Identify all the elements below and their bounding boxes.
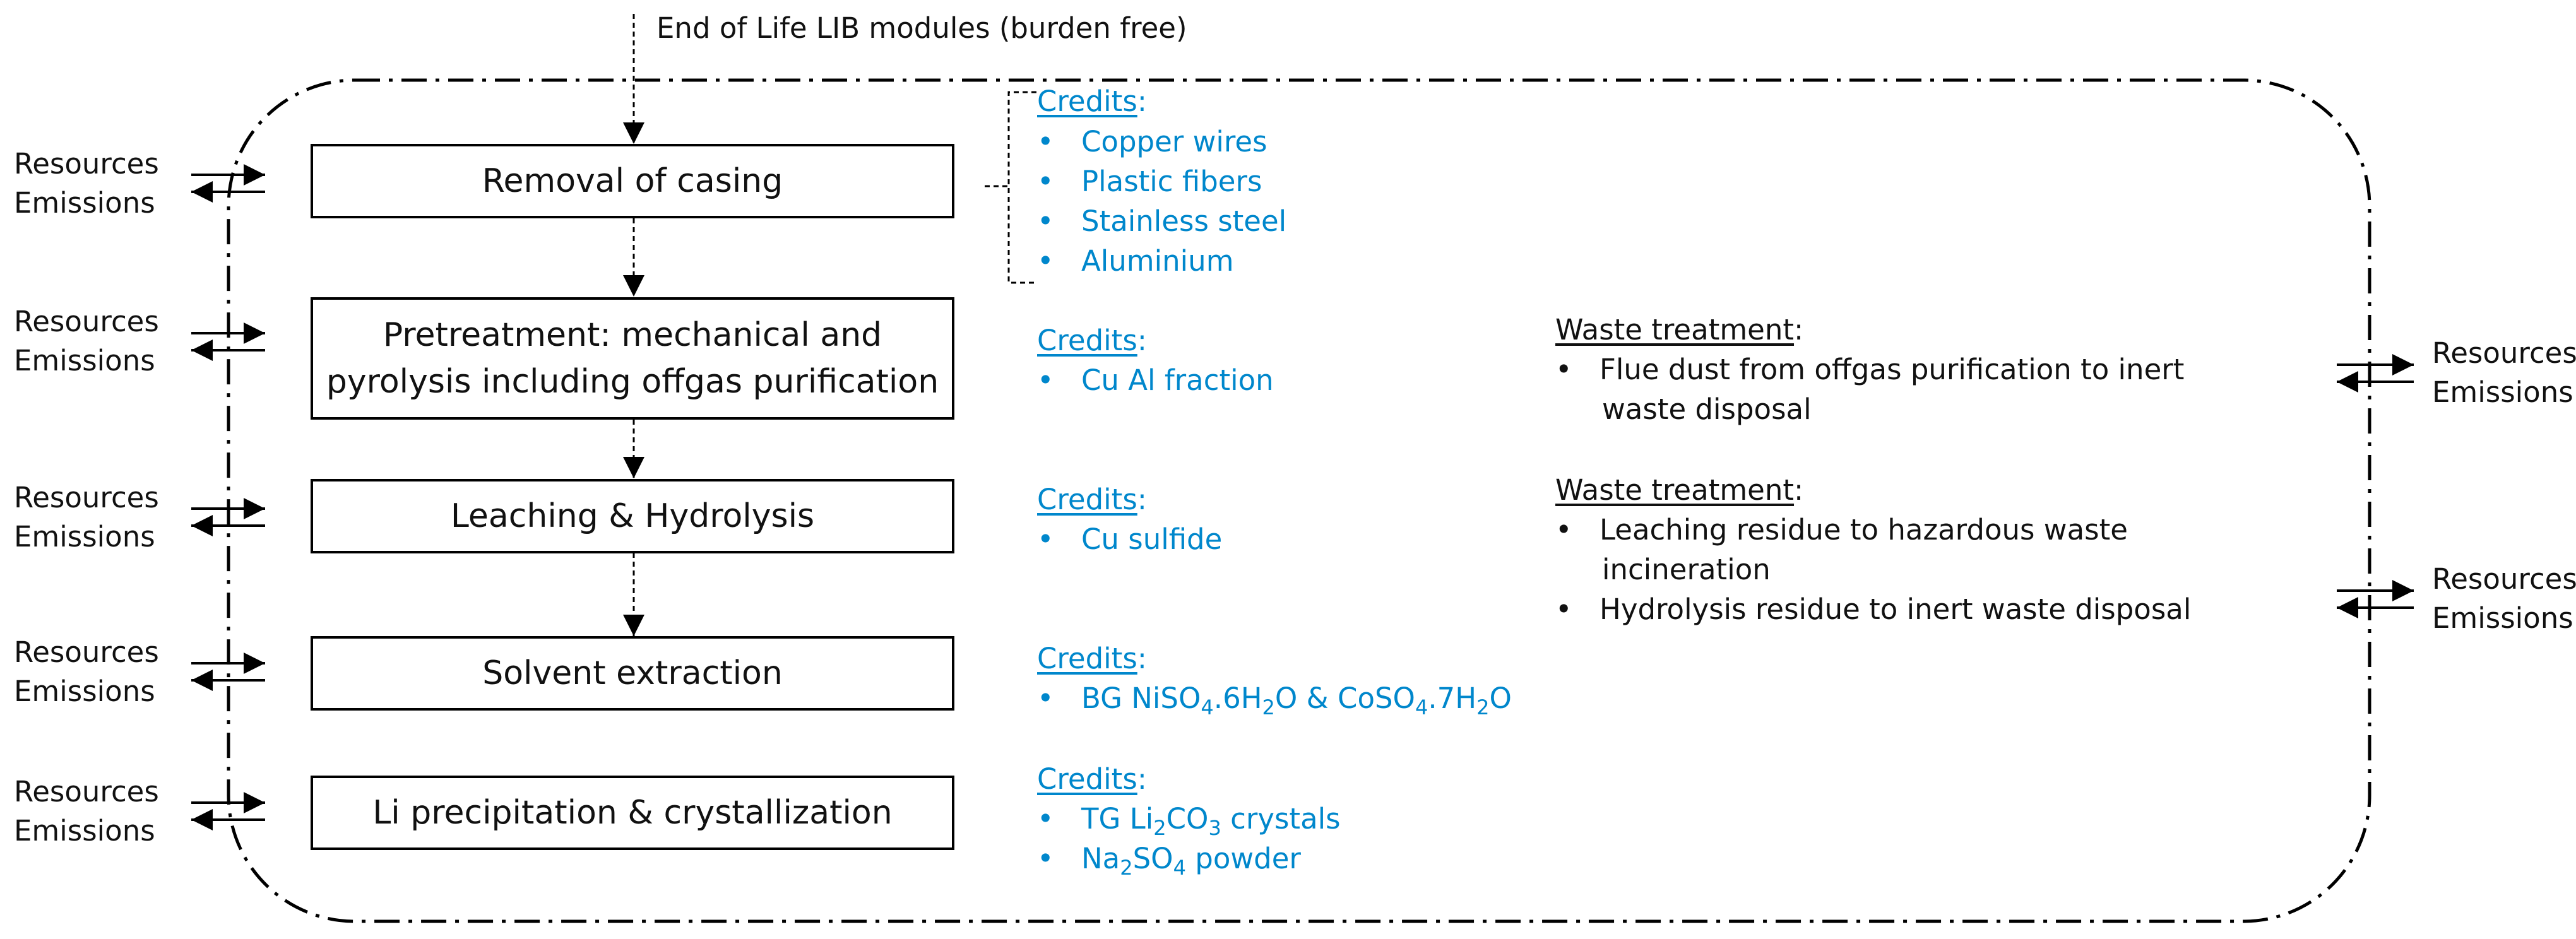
resources-label: Resources [14,481,159,514]
right-exchange-arrows [2337,354,2414,618]
waste-heading: Waste treatment: [1555,313,1804,346]
process-label: Pretreatment: mechanical and pyrolysis i… [326,312,939,405]
process-label-line2: pyrolysis including offgas purification [326,363,939,401]
resources-label: Resources [14,775,159,808]
emissions-label: Emissions [14,520,155,553]
process-solvent-extraction: Solvent extraction [311,636,954,711]
input-label: End of Life LIB modules (burden free) [656,11,1187,45]
emissions-label: Emissions [2432,601,2573,635]
waste-item: •Leaching residue to hazardous waste [1555,513,2128,546]
process-label: Li precipitation & crystallization [372,794,893,832]
emissions-label: Emissions [14,344,155,377]
process-removal-of-casing: Removal of casing [311,144,954,218]
waste-item-continued: incineration [1602,553,1771,586]
credits-bracket [1007,91,1036,284]
waste-item: •Flue dust from offgas purification to i… [1555,353,2185,386]
credit-item: •Cu sulfide [1037,523,1223,556]
credit-item: •BG NiSO4.6H2O & CoSO4.7H2O [1037,682,1512,719]
process-label: Removal of casing [482,162,783,200]
process-label: Leaching & Hydrolysis [450,497,815,535]
waste-item-continued: waste disposal [1602,393,1812,426]
credit-item: •TG Li2CO3 crystals [1037,802,1341,840]
left-exchange-arrows [191,164,265,830]
process-label: Solvent extraction [482,654,783,692]
resources-label: Resources [14,305,159,338]
system-boundary [227,78,2371,923]
process-label-line1: Pretreatment: mechanical and [383,316,882,354]
emissions-label: Emissions [14,675,155,708]
credit-item: •Na2SO4 powder [1037,842,1301,880]
emissions-label: Emissions [14,186,155,220]
credit-item: •Cu Al fraction [1037,363,1274,397]
credit-item: •Plastic fibers [1037,165,1262,198]
resources-label: Resources [14,147,159,180]
credits-heading: Credits: [1037,324,1147,357]
process-pretreatment: Pretreatment: mechanical and pyrolysis i… [311,297,954,420]
resources-label: Resources [2432,562,2576,596]
process-leaching-hydrolysis: Leaching & Hydrolysis [311,479,954,553]
credit-item: •Stainless steel [1037,204,1287,238]
process-li-precipitation: Li precipitation & crystallization [311,776,954,850]
credits-heading: Credits: [1037,642,1147,675]
credits-heading: Credits: [1037,483,1147,516]
waste-item: •Hydrolysis residue to inert waste dispo… [1555,593,2192,626]
credit-item: •Copper wires [1037,125,1267,158]
waste-heading: Waste treatment: [1555,473,1804,507]
credits-heading: Credits: [1037,85,1147,118]
resources-label: Resources [2432,336,2576,370]
credit-item: •Aluminium [1037,244,1234,278]
emissions-label: Emissions [2432,375,2573,409]
emissions-label: Emissions [14,814,155,847]
credits-heading: Credits: [1037,762,1147,796]
resources-label: Resources [14,635,159,669]
